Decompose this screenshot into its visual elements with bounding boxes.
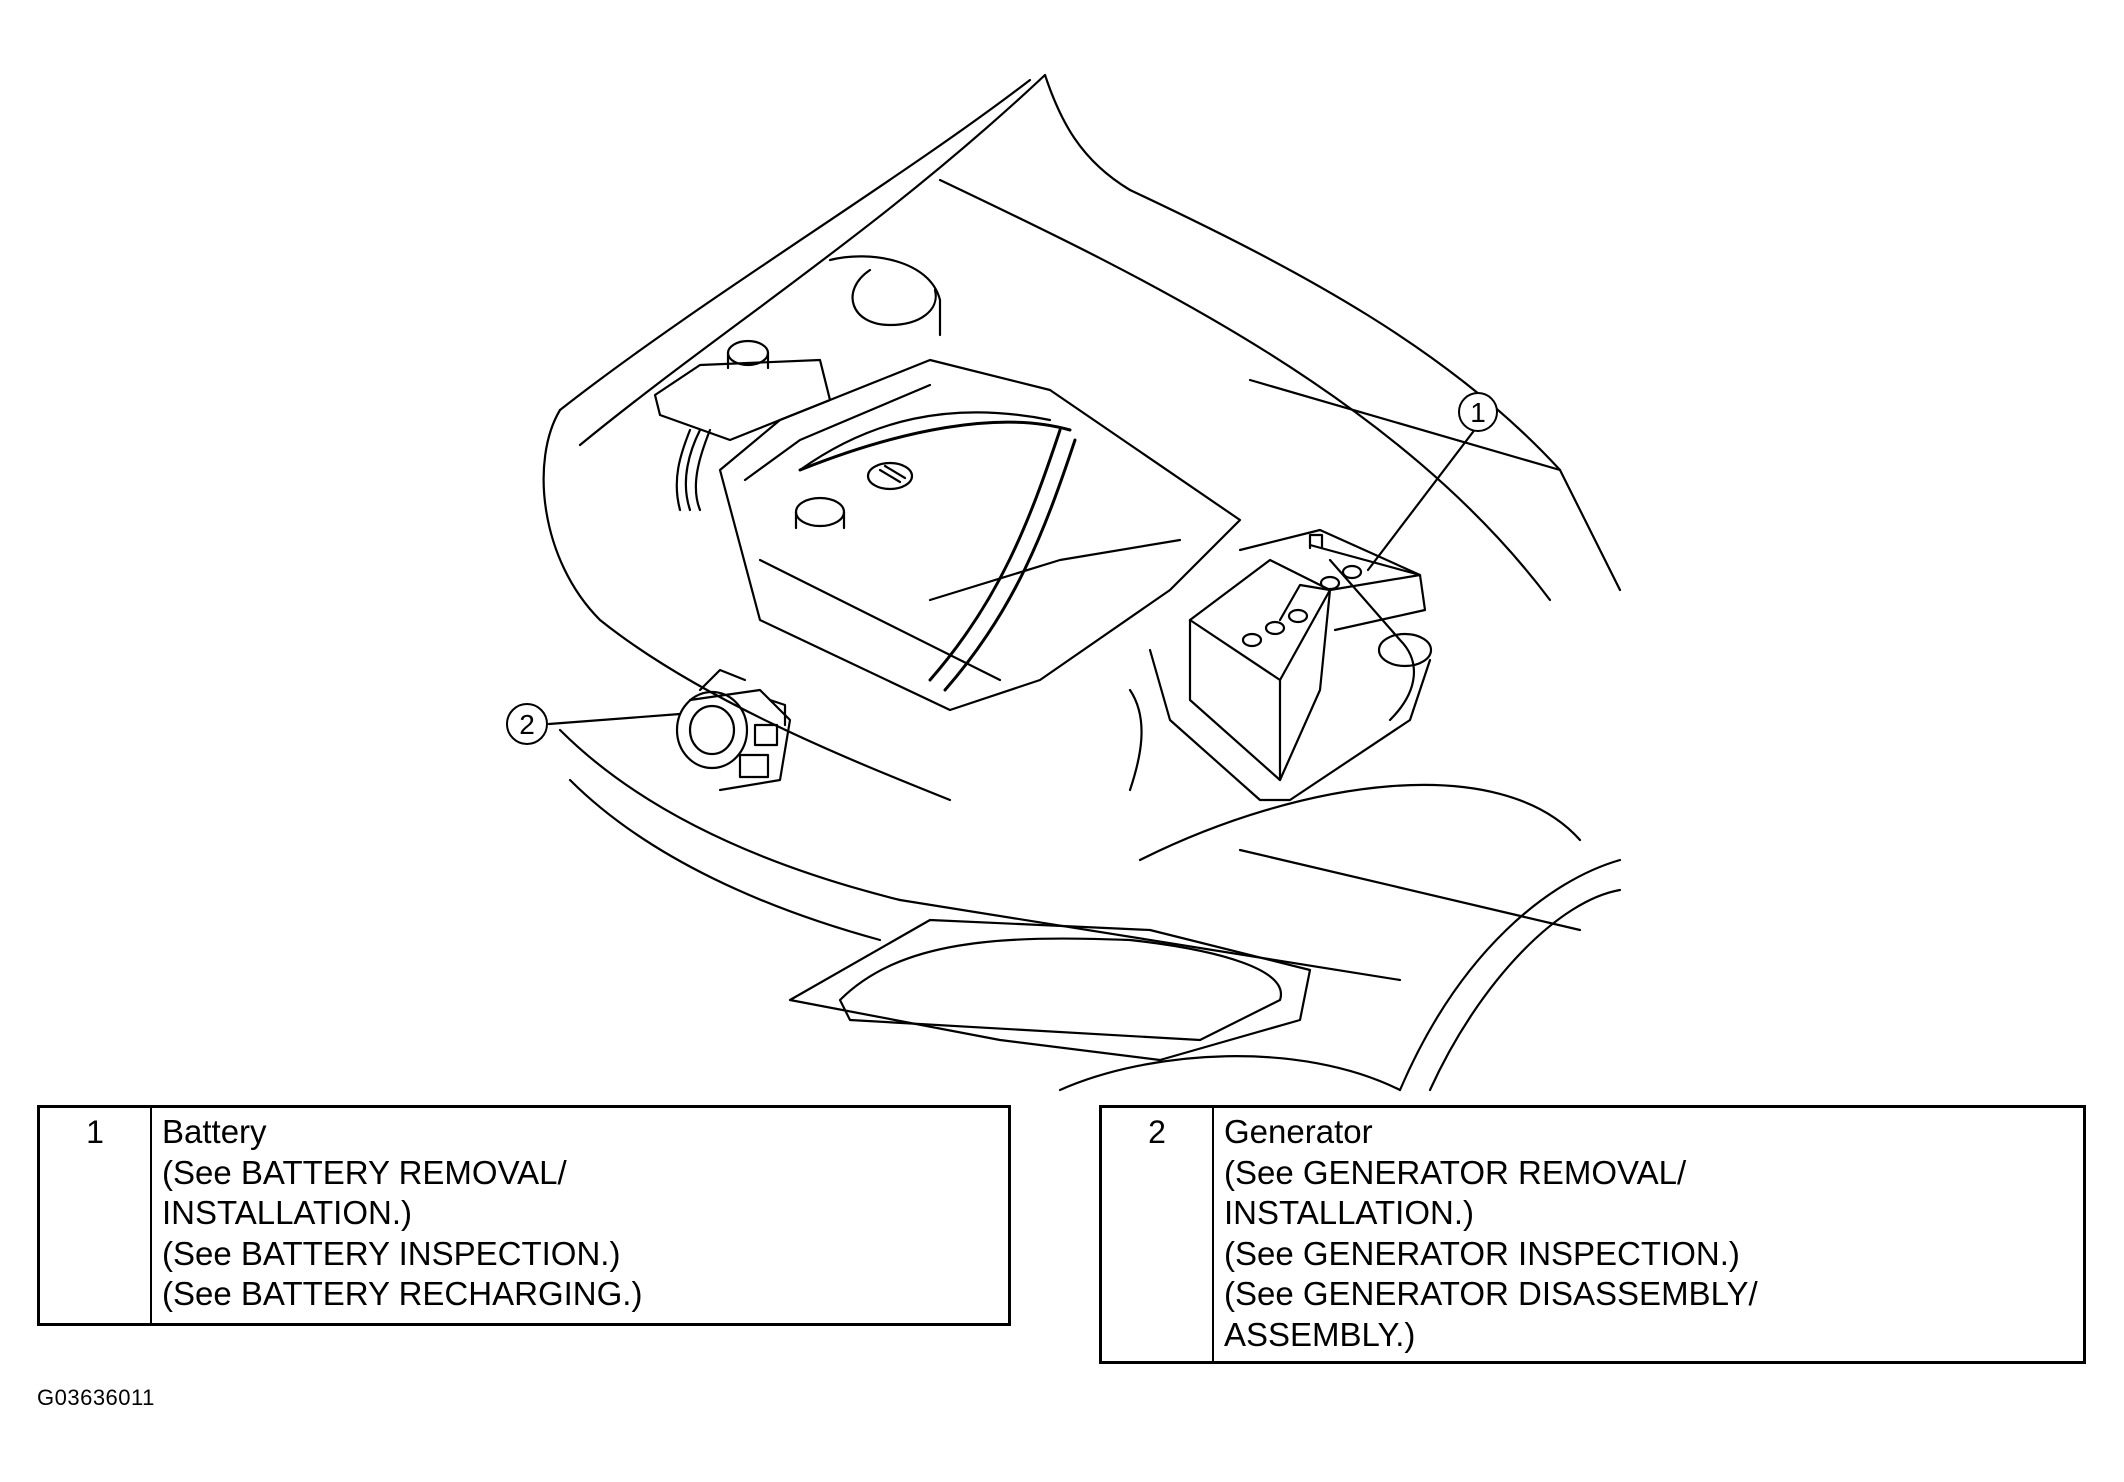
legend-description: Battery (See BATTERY REMOVAL/ INSTALLATI…	[152, 1108, 1008, 1323]
front-bumper	[788, 783, 1622, 1092]
legend-line: INSTALLATION.)	[162, 1194, 412, 1231]
legend-line: Generator	[1224, 1113, 1373, 1150]
engine-bay-illustration: 1 2	[506, 73, 1622, 1092]
legend-line: Battery	[162, 1113, 267, 1150]
legend-number: 2	[1102, 1108, 1214, 1361]
hood-outline	[558, 73, 1622, 602]
legend-line: ASSEMBLY.)	[1224, 1315, 1416, 1353]
legend-line: (See BATTERY RECHARGING.)	[162, 1275, 643, 1312]
engine-cover	[718, 358, 1242, 712]
legend-line: (See BATTERY INSPECTION.)	[162, 1234, 621, 1272]
callout-2-label: 2	[519, 709, 535, 740]
legend-line: INSTALLATION.)	[1224, 1194, 1474, 1231]
generator	[675, 668, 792, 792]
callout-1: 1	[1366, 392, 1498, 572]
legend-line: (See GENERATOR DISASSEMBLY/	[1224, 1275, 1758, 1312]
legend-line: (See GENERATOR REMOVAL/	[1224, 1153, 1687, 1191]
strut-tower	[828, 255, 942, 337]
legend-table-battery: 1 Battery (See BATTERY REMOVAL/ INSTALLA…	[37, 1105, 1011, 1326]
legend-description: Generator (See GENERATOR REMOVAL/ INSTAL…	[1214, 1108, 2083, 1361]
left-fender	[542, 408, 1402, 982]
callout-1-label: 1	[1470, 397, 1486, 428]
battery-tray	[1128, 648, 1432, 802]
battery	[1188, 528, 1433, 782]
callout-2: 2	[506, 703, 682, 745]
legend-number: 1	[40, 1108, 152, 1323]
legend-line: (See BATTERY REMOVAL/	[162, 1153, 567, 1191]
legend-table-generator: 2 Generator (See GENERATOR REMOVAL/ INST…	[1099, 1105, 2086, 1364]
legend-line: (See GENERATOR INSPECTION.)	[1224, 1234, 1740, 1272]
figure-code: G03636011	[37, 1385, 155, 1410]
